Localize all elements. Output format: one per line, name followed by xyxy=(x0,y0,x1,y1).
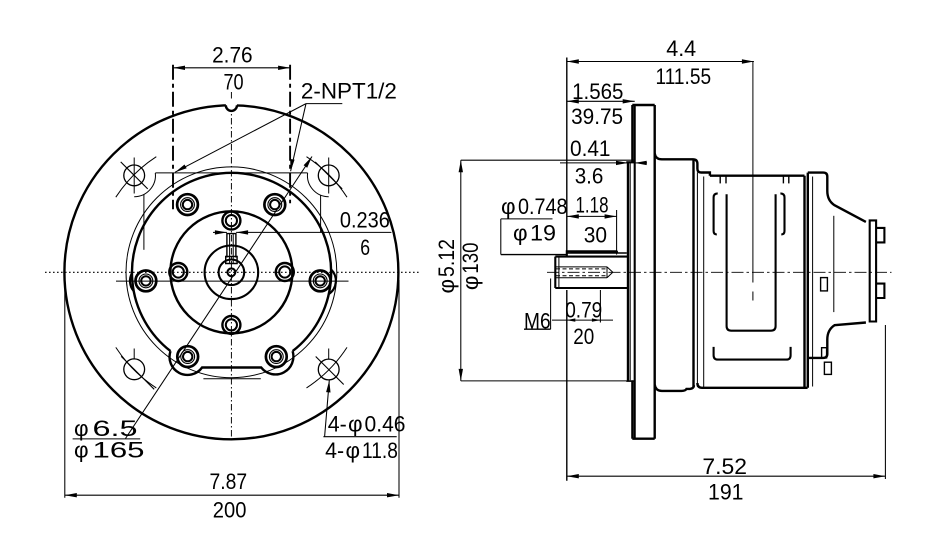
svg-text:4-: 4- xyxy=(325,438,344,463)
svg-text:30: 30 xyxy=(584,223,607,248)
svg-text:4.4: 4.4 xyxy=(666,36,696,61)
svg-text:200: 200 xyxy=(213,498,247,523)
svg-text:1.18: 1.18 xyxy=(576,193,609,218)
svg-text:6.5: 6.5 xyxy=(93,416,138,441)
svg-text:4-: 4- xyxy=(328,411,347,436)
svg-text:11.8: 11.8 xyxy=(362,438,398,463)
svg-text:φ: φ xyxy=(458,276,483,291)
svg-text:6: 6 xyxy=(360,235,370,260)
svg-text:111.55: 111.55 xyxy=(656,64,712,89)
svg-text:1.565: 1.565 xyxy=(572,79,623,104)
svg-text:φ: φ xyxy=(348,411,363,436)
svg-text:φ: φ xyxy=(434,279,459,294)
svg-text:2.76: 2.76 xyxy=(212,42,253,67)
svg-text:7.87: 7.87 xyxy=(210,469,248,494)
svg-text:7.52: 7.52 xyxy=(702,454,747,479)
svg-text:M6: M6 xyxy=(524,309,551,334)
svg-text:191: 191 xyxy=(708,480,744,505)
svg-text:0.41: 0.41 xyxy=(570,136,611,161)
svg-text:0.748: 0.748 xyxy=(518,194,568,219)
svg-text:0.46: 0.46 xyxy=(365,411,406,436)
svg-text:0.79: 0.79 xyxy=(565,297,602,322)
svg-text:2-NPT1/2: 2-NPT1/2 xyxy=(301,78,397,103)
svg-text:130: 130 xyxy=(458,243,483,274)
svg-text:φ: φ xyxy=(501,194,516,219)
svg-text:39.75: 39.75 xyxy=(571,104,623,129)
svg-text:70: 70 xyxy=(224,69,244,94)
svg-text:φ: φ xyxy=(74,437,89,462)
svg-text:3.6: 3.6 xyxy=(575,164,604,189)
svg-text:φ: φ xyxy=(346,438,361,463)
svg-text:0.236: 0.236 xyxy=(340,207,390,232)
svg-text:φ: φ xyxy=(74,416,89,441)
svg-text:5.12: 5.12 xyxy=(434,239,459,277)
svg-text:20: 20 xyxy=(573,324,594,349)
svg-text:19: 19 xyxy=(530,220,556,245)
svg-text:165: 165 xyxy=(93,437,145,462)
svg-text:φ: φ xyxy=(513,220,528,245)
